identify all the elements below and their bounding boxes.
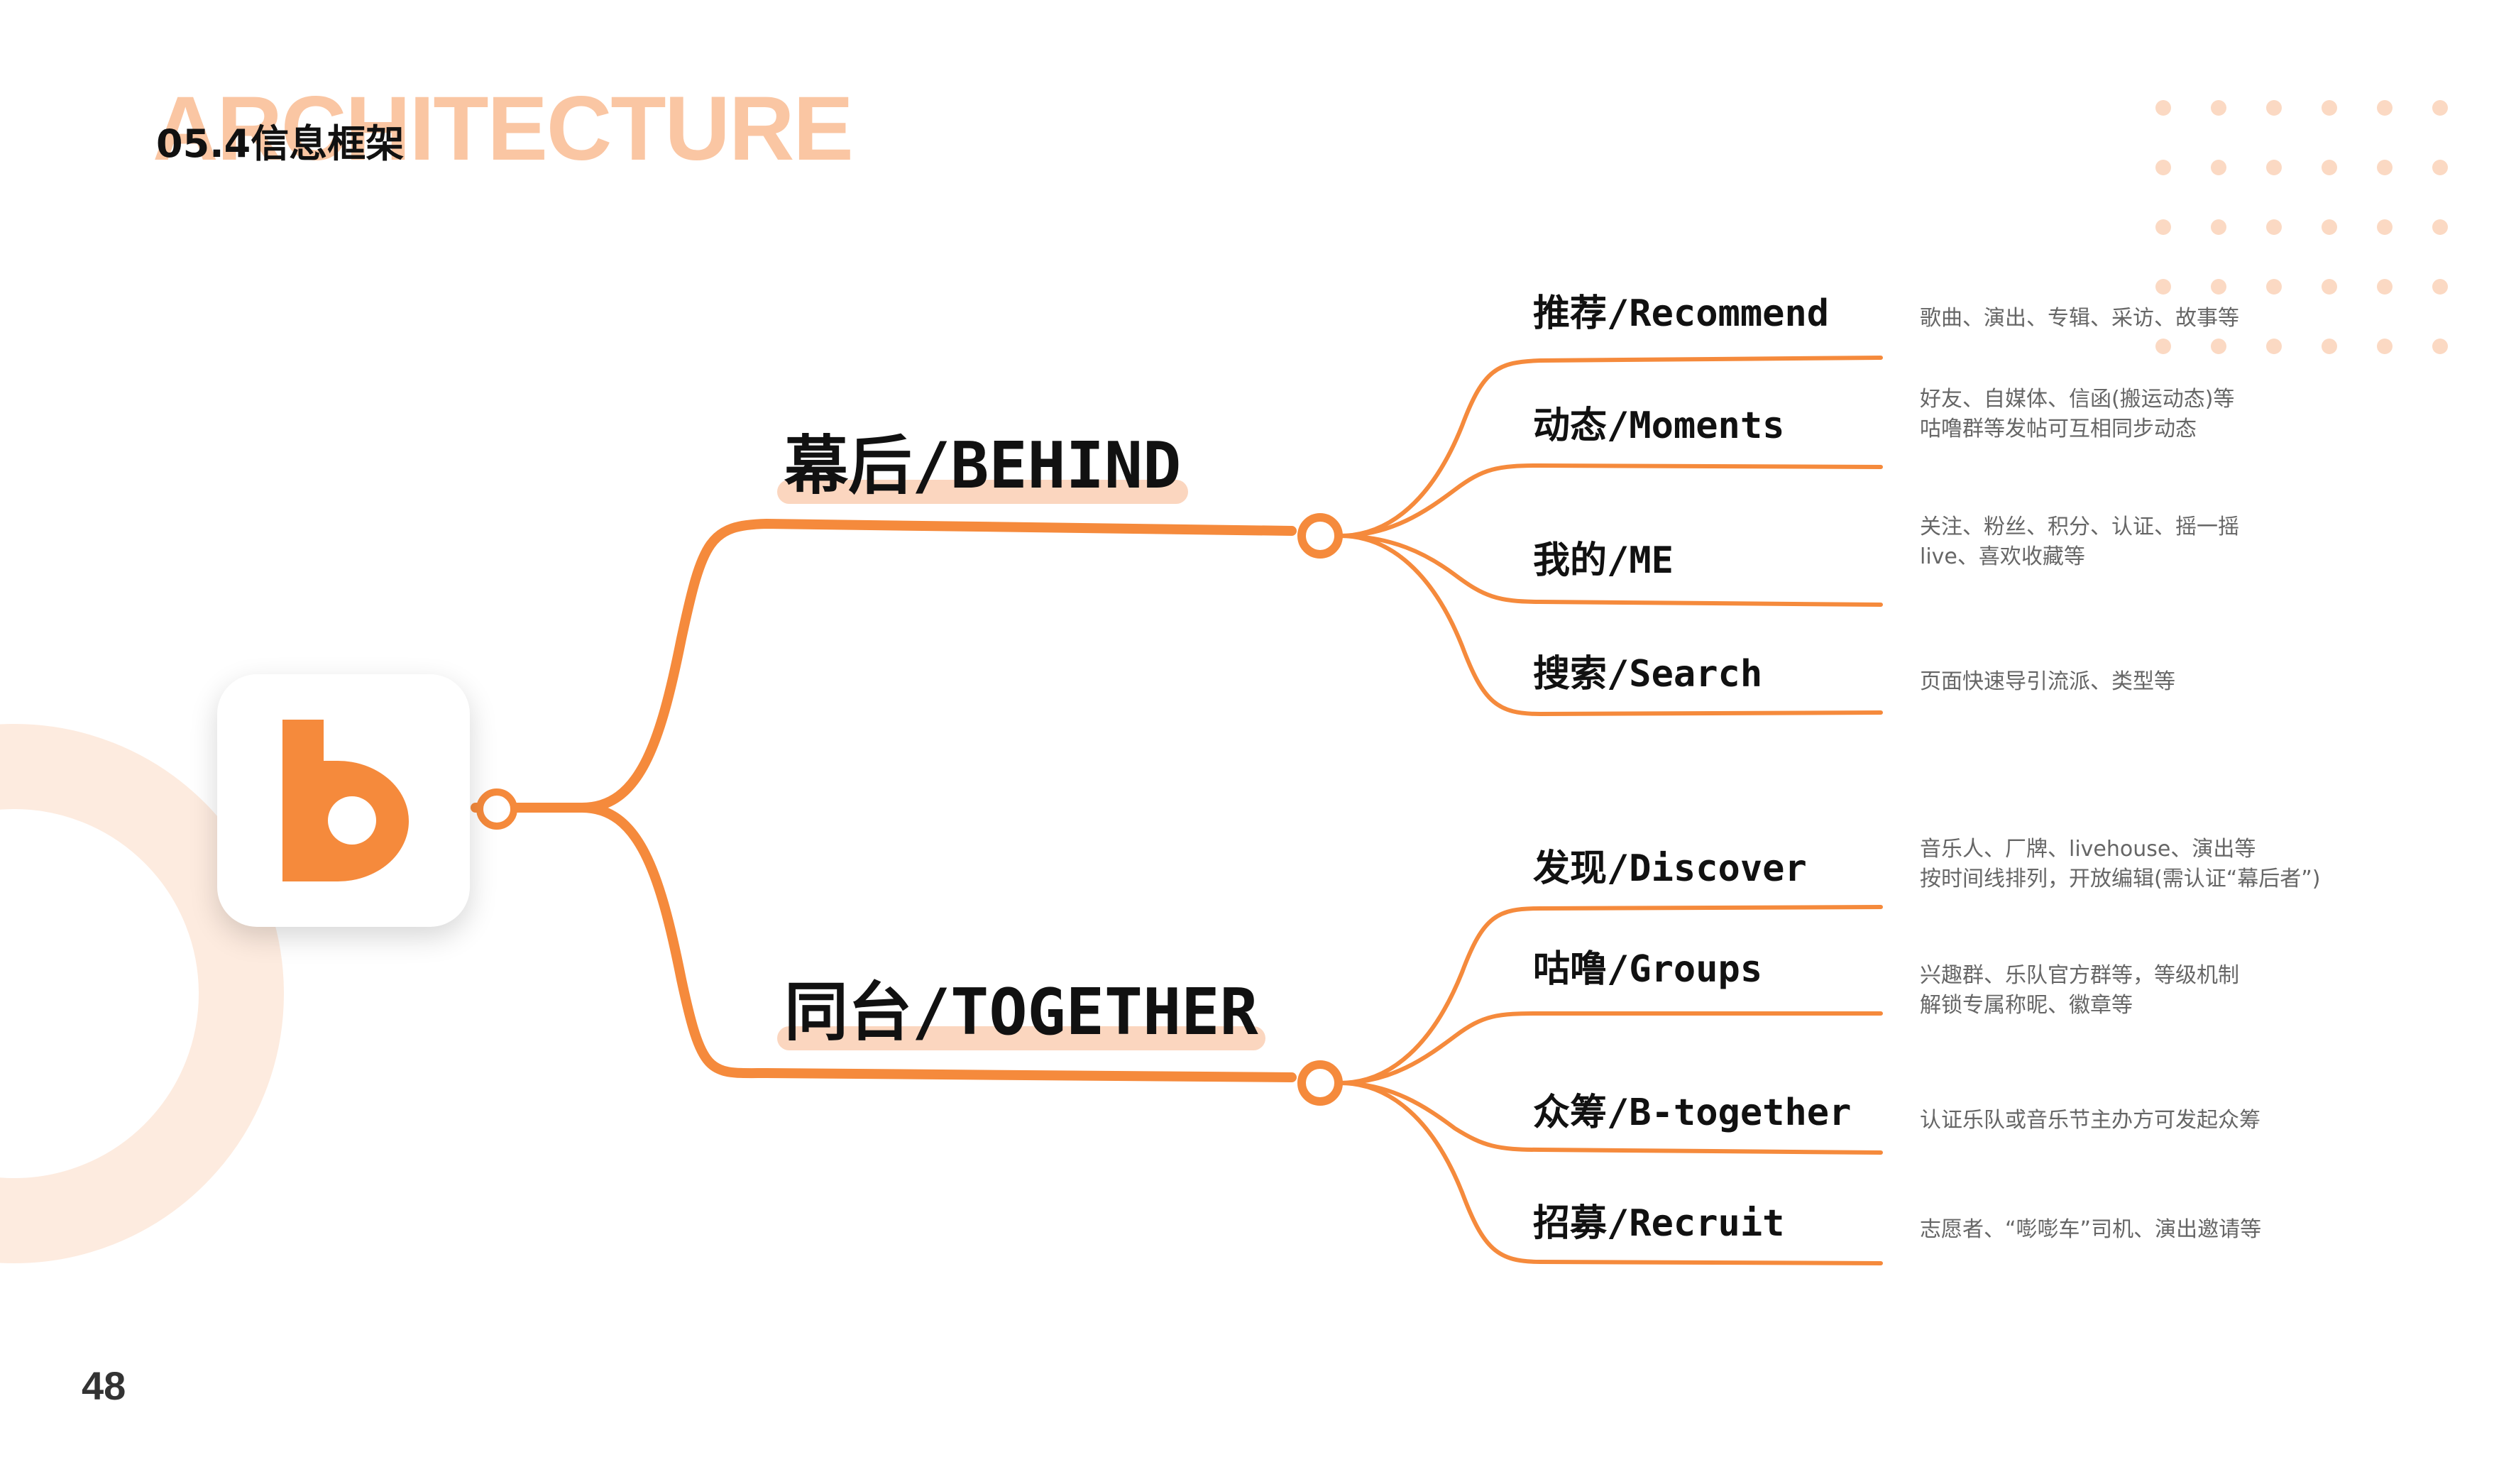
- page-title: 05.4信息框架: [156, 121, 405, 166]
- leaf-label-moments: 动态/Moments: [1533, 405, 1785, 447]
- leaf-desc-b-together: 认证乐队或音乐节主办方可发起众筹: [1920, 1108, 2260, 1133]
- leaf-connector: [1338, 534, 1883, 607]
- decorative-dot: [2155, 339, 2171, 354]
- leaf-connector: [1338, 905, 1883, 1085]
- header-background-word: ARCHITECTURE: [153, 78, 854, 180]
- decorative-dot: [2322, 160, 2337, 175]
- leaf-label-discover: 发现/Discover: [1533, 847, 1807, 890]
- page-number: 48: [82, 1363, 126, 1408]
- leaf-desc-groups: 兴趣群、乐队官方群等，等级机制 解锁专属称昵、徽章等: [1920, 963, 2239, 1018]
- decorative-dot: [2432, 100, 2448, 116]
- decorative-dot: [2266, 160, 2282, 175]
- decorative-dot: [2211, 219, 2226, 235]
- app-logo-card: [217, 674, 470, 927]
- leaf-desc-recommend: 歌曲、演出、专辑、采访、故事等: [1920, 306, 2239, 331]
- decorative-dot: [2432, 279, 2448, 295]
- branch-node-together: [1297, 1060, 1343, 1106]
- decorative-dot: [2211, 279, 2226, 295]
- decorative-dot: [2322, 279, 2337, 295]
- decorative-dot: [2155, 100, 2171, 116]
- decorative-dot: [2432, 160, 2448, 175]
- decorative-dot: [2266, 100, 2282, 116]
- leaf-connector: [1338, 534, 1883, 717]
- decorative-dot-grid: [2155, 100, 2448, 354]
- decorative-dot: [2155, 219, 2171, 235]
- decorative-dot: [2266, 279, 2282, 295]
- leaf-desc-moments: 好友、自媒体、信函(搬运动态)等 咕噜群等发帖可互相同步动态: [1920, 387, 2235, 441]
- decorative-dot: [2377, 219, 2393, 235]
- decorative-dot: [2266, 219, 2282, 235]
- leaf-label-recommend: 推荐/Recommend: [1533, 292, 1830, 335]
- leaf-label-recruit: 招募/Recruit: [1533, 1202, 1785, 1245]
- decorative-dot: [2155, 160, 2171, 175]
- decorative-dot: [2377, 339, 2393, 354]
- decorative-dot: [2377, 279, 2393, 295]
- leaf-label-b-together: 众筹/B-together: [1533, 1092, 1852, 1134]
- decorative-dot: [2377, 160, 2393, 175]
- trunk-connector-lower: [577, 803, 1297, 1082]
- leaf-desc-me: 关注、粉丝、积分、认证、摇一摇 live、喜欢收藏等: [1920, 515, 2239, 569]
- decorative-dot: [2211, 339, 2226, 354]
- leaf-connector: [1338, 1011, 1883, 1085]
- decorative-dot: [2432, 339, 2448, 354]
- decorative-dot: [2322, 100, 2337, 116]
- decorative-dot: [2432, 219, 2448, 235]
- decorative-dot: [2211, 100, 2226, 116]
- leaf-connector: [1338, 463, 1883, 538]
- trunk-connector: [471, 518, 1297, 813]
- root-node: [476, 788, 517, 830]
- branch-title-behind: 幕后/BEHIND: [776, 429, 1189, 504]
- leaf-connector: [1338, 1081, 1883, 1265]
- leaf-connector: [1338, 356, 1883, 538]
- leaf-label-me: 我的/ME: [1533, 539, 1674, 582]
- decorative-dot: [2211, 160, 2226, 175]
- branch-title-together: 同台/TOGETHER: [777, 975, 1265, 1050]
- branch-node-behind: [1297, 513, 1343, 559]
- leaf-desc-recruit: 志愿者、“嘭嘭车”司机、演出邀请等: [1920, 1217, 2262, 1242]
- decorative-dot: [2155, 279, 2171, 295]
- decorative-dot: [2266, 339, 2282, 354]
- leaf-desc-search: 页面快速导引流派、类型等: [1920, 669, 2175, 694]
- leaf-desc-discover: 音乐人、厂牌、livehouse、演出等 按时间线排列，开放编辑(需认证“幕后者…: [1920, 837, 2321, 891]
- decorative-ring: [0, 724, 284, 1263]
- leaf-label-search: 搜索/Search: [1533, 653, 1763, 696]
- leaf-label-groups: 咕噜/Groups: [1533, 948, 1763, 991]
- decorative-dot: [2322, 339, 2337, 354]
- decorative-dot: [2322, 219, 2337, 235]
- b-logo-icon: [282, 720, 409, 881]
- decorative-dot: [2377, 100, 2393, 116]
- leaf-connector: [1338, 1081, 1883, 1155]
